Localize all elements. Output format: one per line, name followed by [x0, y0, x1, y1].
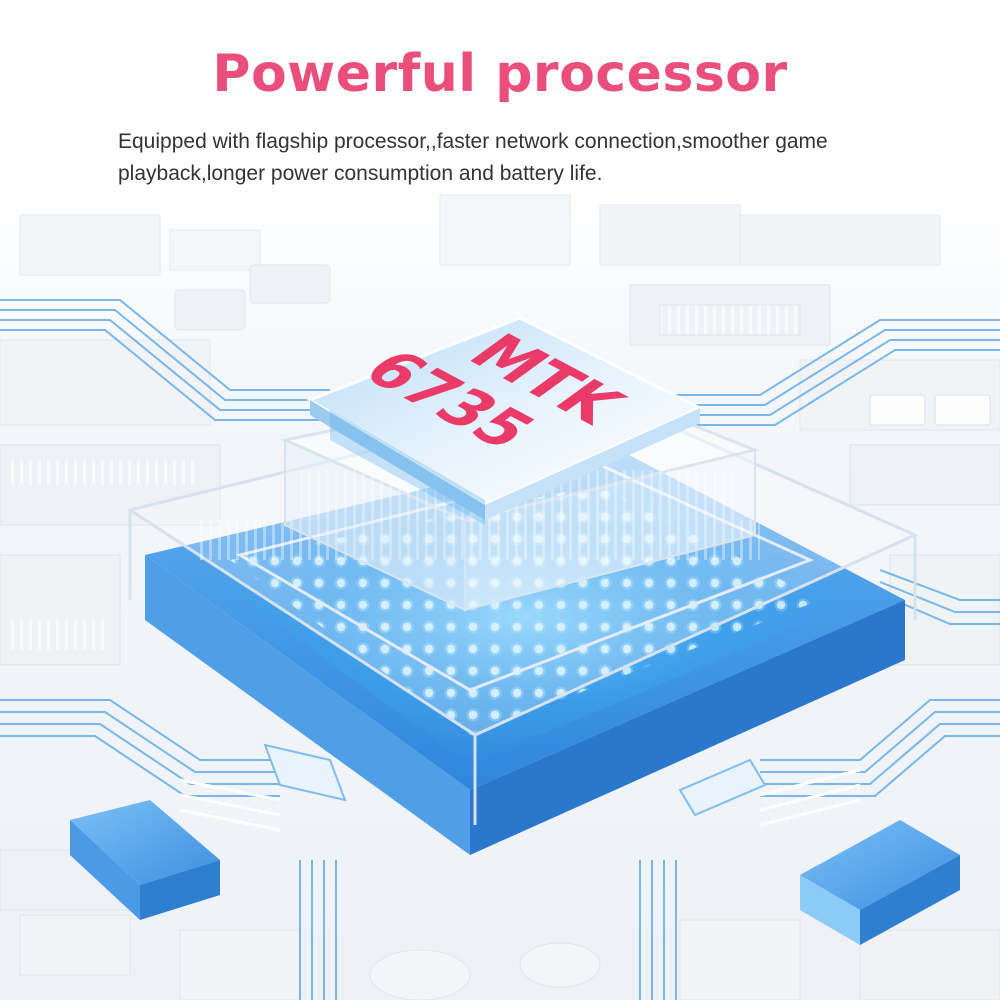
description-text: Equipped with flagship processor,,faster…	[118, 130, 828, 185]
chip-die	[306, 316, 704, 525]
connectors	[179, 743, 861, 832]
headline: Powerful processor	[212, 44, 788, 104]
circuit-traces	[0, 299, 1000, 1000]
blue-components	[70, 800, 960, 945]
